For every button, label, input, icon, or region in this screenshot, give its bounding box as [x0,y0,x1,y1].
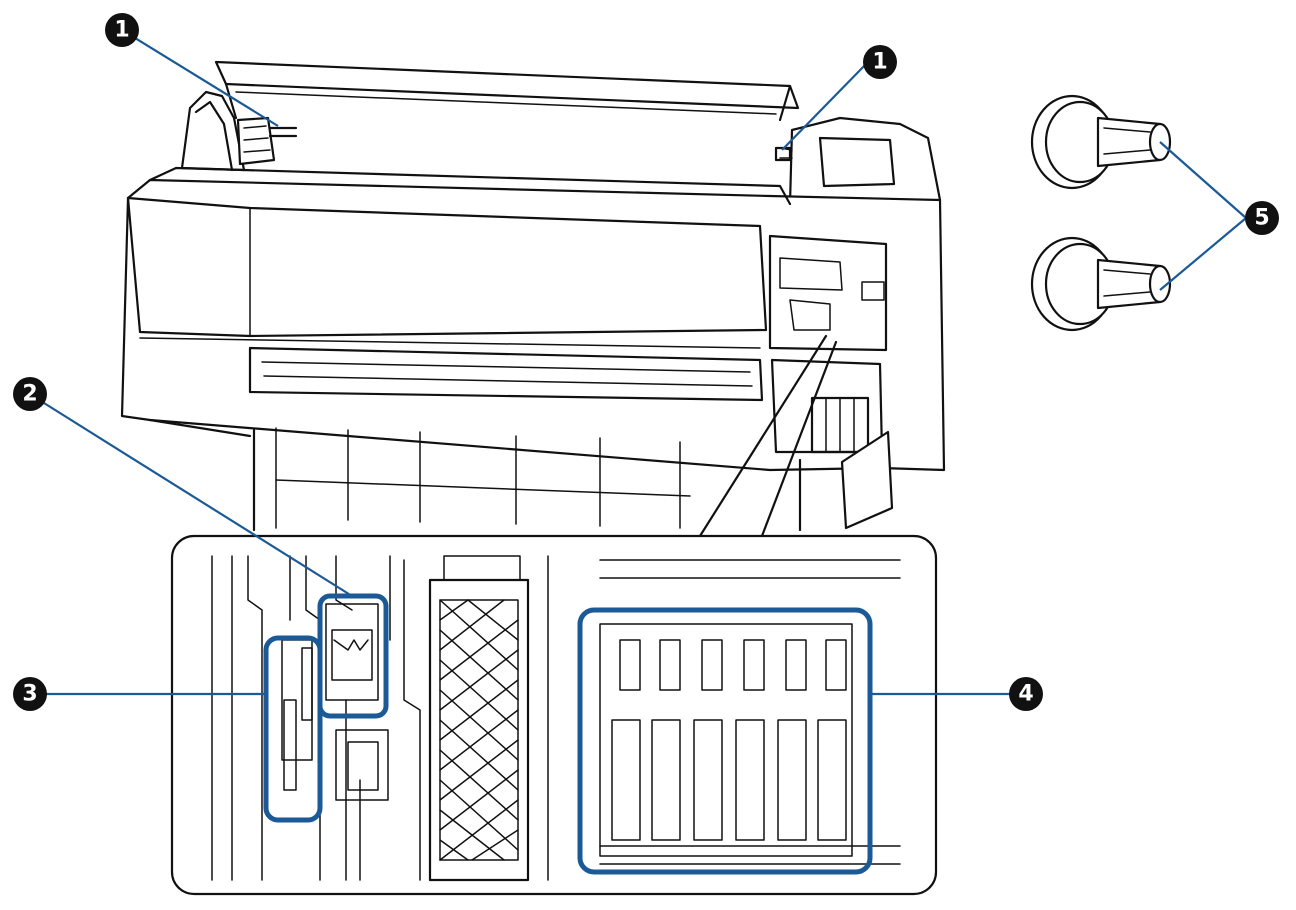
cap-assembly [599,623,853,857]
flushing-pad [325,603,379,701]
callout-5: 5 [1245,201,1279,235]
callout-4-label: 4 [1018,682,1033,707]
callout-2-label: 2 [22,382,37,407]
roll-adapter-bottom [1030,236,1172,332]
highlight-3 [263,635,323,823]
leader-lines [35,29,1247,696]
absorber-mesh [439,599,519,861]
highlights [263,593,873,875]
magnified-view [170,334,938,896]
callout-2: 2 [13,377,47,411]
callout-4: 4 [1009,677,1043,711]
callout-1a-label: 1 [114,18,129,43]
callout-1b-label: 1 [872,50,887,75]
roll-adapter-top [1030,94,1172,190]
callout-3: 3 [13,677,47,711]
highlight-4 [577,607,873,875]
printer-illustration [120,60,946,532]
callout-3-label: 3 [22,682,37,707]
callout-1a: 1 [105,13,139,47]
callout-5-label: 5 [1254,206,1269,231]
callout-1b: 1 [863,45,897,79]
